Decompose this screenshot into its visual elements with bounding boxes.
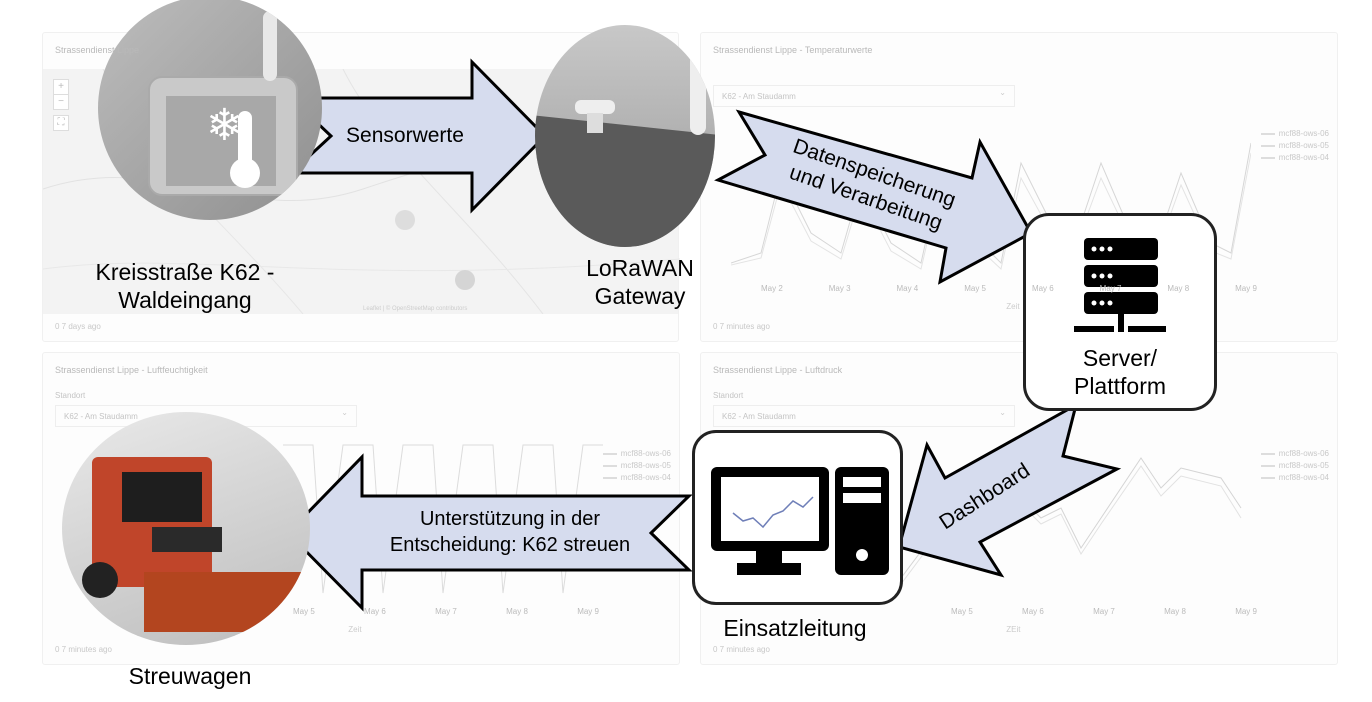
location-select[interactable]: K62 - Am Staudamm [713,405,1015,427]
location-label: Standort [713,391,744,400]
gritting-truck-photo [62,412,310,645]
x-tick: May 8 [506,607,528,616]
map-cluster-marker [395,210,415,230]
temperature-panel-title: Strassendienst Lippe - Temperaturwerte [713,45,873,55]
chart-legend: mcf88-ows-06 mcf88-ows-05 mcf88-ows-04 [1261,448,1329,484]
pressure-panel-title: Strassendienst Lippe - Luftdruck [713,365,843,375]
x-axis-ticks: May 5 May 6 May 7 May 8 May 9 [293,607,599,616]
location-select[interactable]: K62 - Am Staudamm [713,85,1015,107]
server-icon [1074,238,1166,332]
arrow-gateway-to-server [714,109,1034,285]
x-tick: May 6 [1031,284,1054,293]
x-tick: May 7 [1099,284,1122,293]
legend-item: mcf88-ows-04 [603,472,671,484]
x-tick: May 7 [435,607,457,616]
arrow-control-to-truck [285,453,693,612]
label-line: Server/ [1082,345,1158,371]
temperature-panel-footer: 0 7 minutes ago [713,322,770,331]
x-tick: May 5 [951,607,973,616]
legend-item: mcf88-ows-05 [1261,140,1329,152]
label-line: Gateway [594,283,686,309]
server-platform-box: Server/ Plattform [1023,213,1217,411]
sensor-photo: ❄ [98,0,322,220]
label-line: Kreisstraße K62 - [95,259,275,285]
x-tick: May 8 [1167,284,1190,293]
x-tick: May 4 [896,284,919,293]
control-center-box [692,430,903,605]
gateway-photo [535,25,715,247]
x-tick: May 2 [761,284,783,293]
x-tick: May 9 [1235,284,1257,293]
location-label: Standort [55,391,86,400]
humidity-panel-footer: 0 7 minutes ago [55,645,112,654]
legend-item: mcf88-ows-05 [603,460,671,472]
legend-item: mcf88-ows-04 [1261,472,1329,484]
truck-label: Streuwagen [128,663,252,689]
x-axis-label: Zeit [348,625,362,634]
control-center-label: Einsatzleitung [723,615,867,641]
label-line: LoRaWAN [586,255,694,281]
x-tick: May 3 [828,284,851,293]
x-tick: May 6 [364,607,386,616]
arrow-label-sensorwerte: Sensorwerte [346,124,464,147]
pressure-panel-footer: 0 7 minutes ago [713,645,770,654]
map-attribution: Leaflet | © OpenStreetMap contributors [363,306,468,312]
x-tick: May 6 [1022,607,1044,616]
snowflake-thermometer-icon: ❄ [206,101,243,150]
x-tick: May 8 [1164,607,1186,616]
legend-item: mcf88-ows-04 [1261,152,1329,164]
x-axis-ticks: May 5 May 6 May 7 May 8 May 9 [951,607,1257,616]
map-panel-footer: 0 7 days ago [55,322,101,331]
legend-item: mcf88-ows-06 [1261,128,1329,140]
computer-icon [711,467,889,575]
x-axis-label: Zeit [1006,302,1020,311]
arrow-label-line: Unterstützung in der [419,508,601,530]
x-tick: May 9 [577,607,599,616]
server-label: Server/ Plattform [1026,344,1214,400]
temperature-chart-lines [731,142,1251,271]
map-panel-title: Strassendienst Lippe [55,45,140,55]
chart-legend: mcf88-ows-06 mcf88-ows-05 mcf88-ows-04 [1261,128,1329,164]
arrow-label-line: Entscheidung: K62 streuen [389,534,631,556]
humidity-panel-title: Strassendienst Lippe - Luftfeuchtigkeit [55,365,208,375]
x-axis-label: ZEit [1006,625,1021,634]
sensor-label: Kreisstraße K62 - Waldeingang [70,258,300,314]
arrow-label-decision: Unterstützung in der Entscheidung: K62 s… [365,506,655,558]
x-axis-ticks: May 2 May 3 May 4 May 5 May 6 May 7 May 8 May 9 [761,284,1257,293]
legend-item: mcf88-ows-06 [603,448,671,460]
arrow-sensor-to-gateway [287,58,548,214]
gateway-label: LoRaWAN Gateway [570,254,710,310]
label-line: Plattform [1073,373,1167,399]
legend-item: mcf88-ows-05 [1261,460,1329,472]
zoom-out-button[interactable]: − [53,94,69,110]
x-tick: May 7 [1093,607,1115,616]
chart-legend: mcf88-ows-06 mcf88-ows-05 mcf88-ows-04 [603,448,671,484]
map-cluster-marker [455,270,475,290]
legend-item: mcf88-ows-06 [1261,448,1329,460]
x-tick: May 9 [1235,607,1257,616]
fullscreen-button[interactable]: ⛶ [53,115,69,131]
x-tick: May 5 [964,284,986,293]
label-line: Waldeingang [118,287,252,313]
arrow-server-to-control [897,401,1122,578]
x-tick: May 5 [293,607,315,616]
